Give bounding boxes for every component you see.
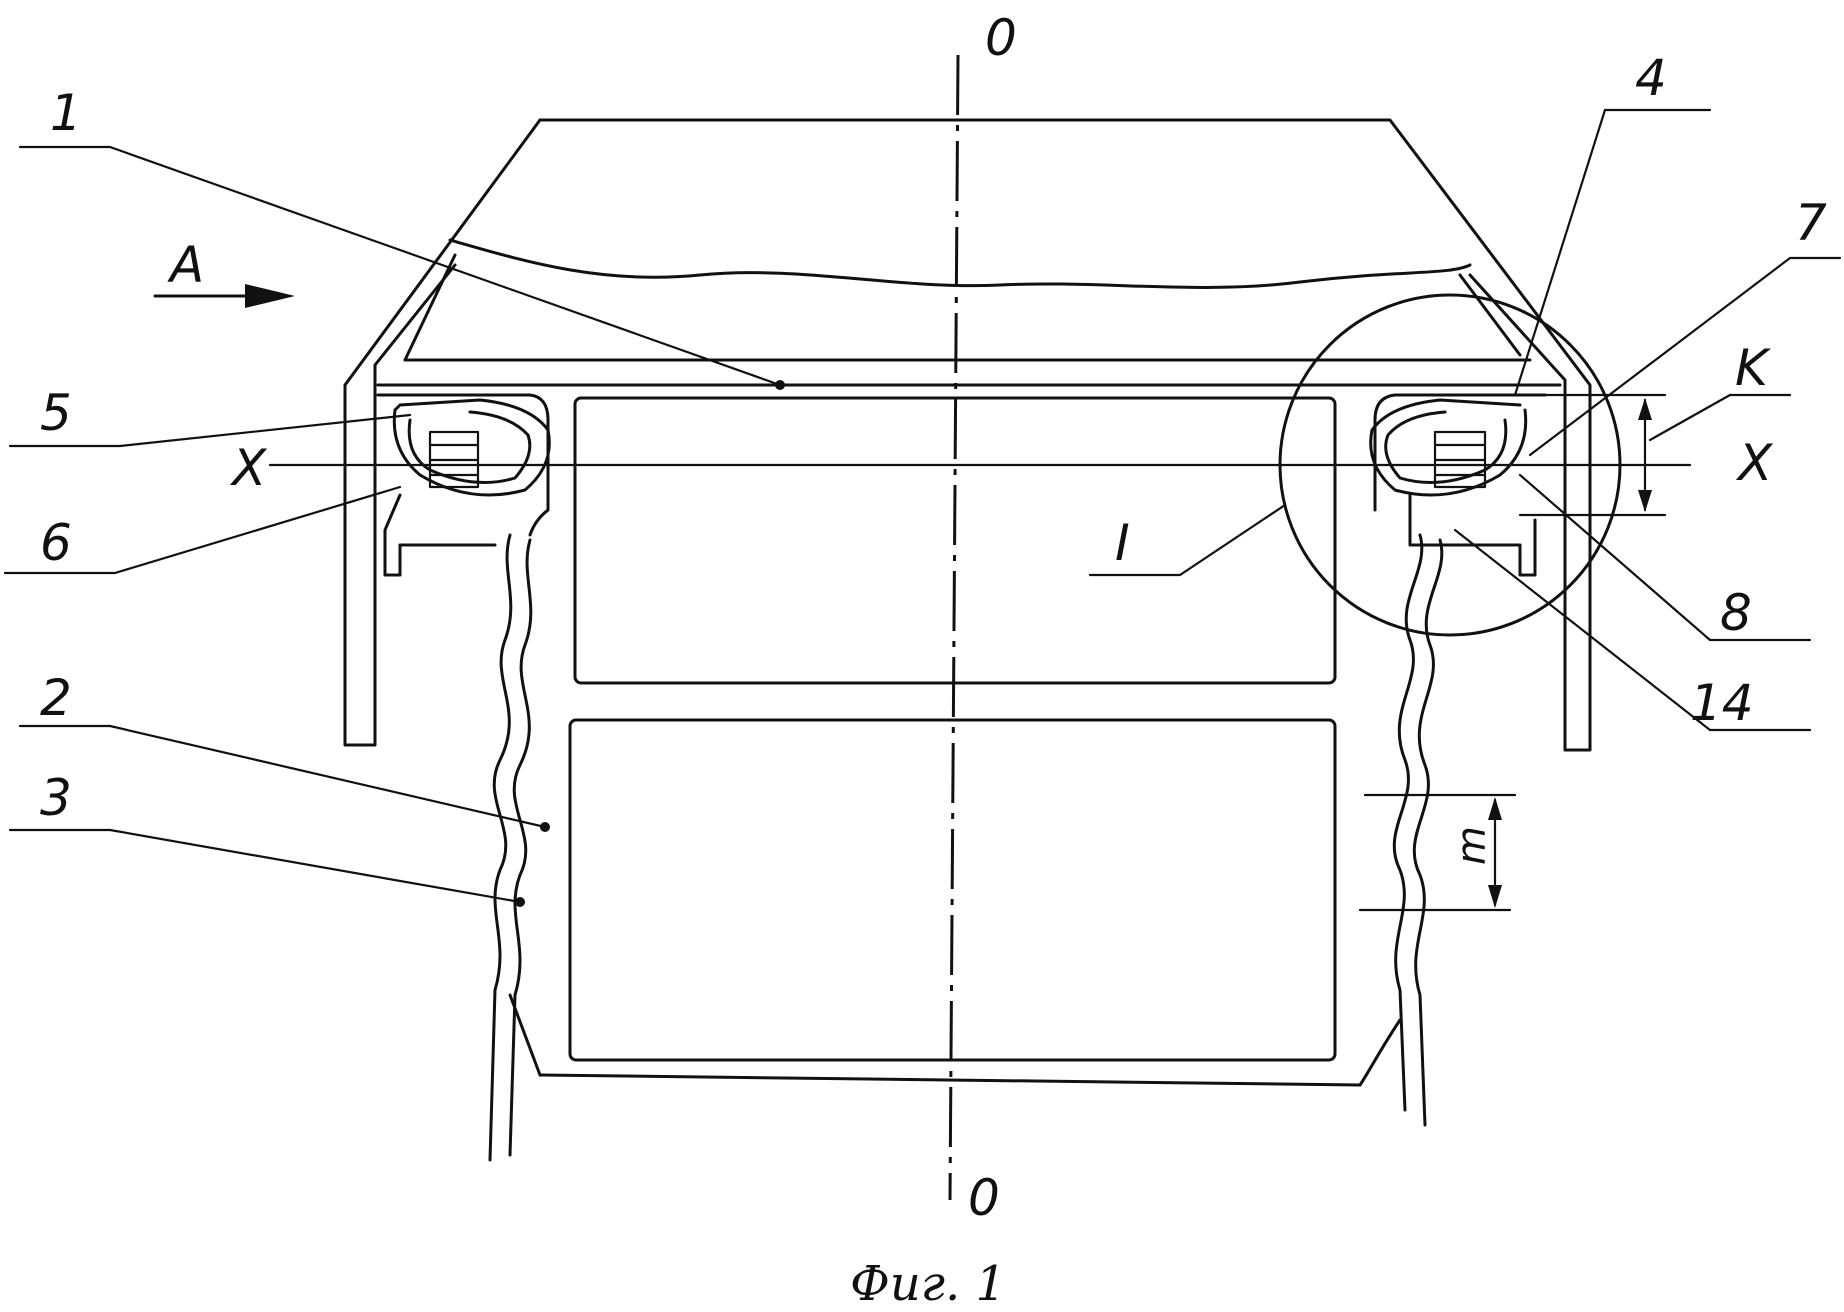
- label-4: 4: [1635, 49, 1667, 107]
- label-k: K: [1735, 339, 1772, 397]
- label-axis-bottom: 0: [968, 1169, 1000, 1227]
- label-3: 3: [40, 769, 72, 827]
- label-5: 5: [40, 384, 72, 442]
- label-7: 7: [1795, 194, 1827, 252]
- label-view-a: A: [167, 236, 204, 294]
- label-6: 6: [40, 514, 72, 572]
- label-x-right: X: [1735, 434, 1774, 492]
- left-seal: [378, 395, 549, 1160]
- label-m: m: [1449, 826, 1495, 865]
- label-detail-i: I: [1115, 514, 1130, 572]
- label-14: 14: [1690, 674, 1754, 732]
- figure-caption: Фиг. 1: [850, 1256, 1006, 1312]
- top-cover: [345, 120, 1590, 750]
- right-seal: [1360, 395, 1545, 1125]
- label-axis-top: 0: [985, 9, 1017, 67]
- label-1: 1: [50, 84, 82, 142]
- label-8: 8: [1720, 584, 1752, 642]
- label-2: 2: [40, 669, 72, 727]
- axis-o-o: [950, 55, 958, 1200]
- label-x-left: X: [229, 439, 268, 497]
